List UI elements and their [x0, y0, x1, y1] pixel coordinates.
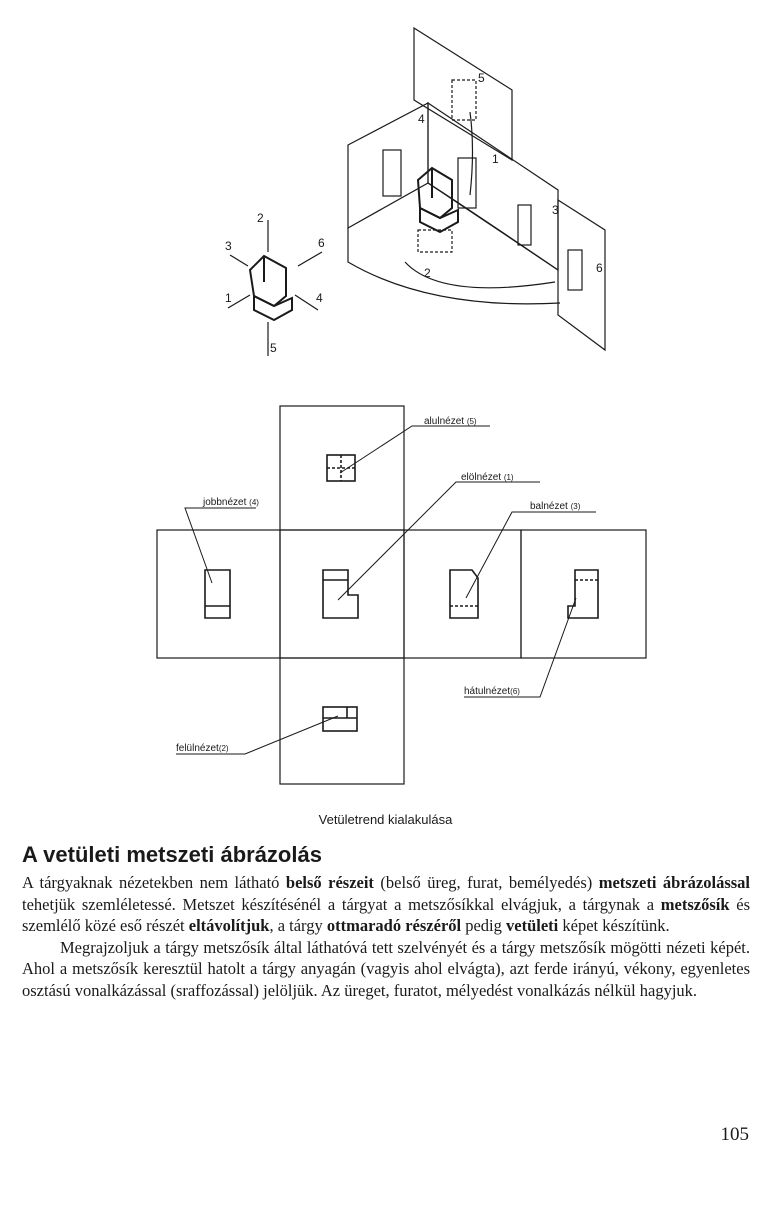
label-felulnezet: felülnézet(2)	[176, 743, 229, 754]
panel-top-view	[279, 657, 405, 785]
paragraph-1: A tárgyaknak nézetekben nem látható bels…	[22, 873, 751, 935]
panel-back-view	[520, 529, 647, 659]
arrow-label-2: 2	[257, 211, 264, 225]
isometric-projection-box: 5 4 1 3 6 2	[347, 26, 606, 352]
figure-caption: Vetületrend kialakulása	[318, 812, 453, 827]
label-hatulnezet: hátulnézet(6)	[464, 686, 520, 697]
proj-num-6: 6	[596, 261, 603, 275]
body-text: A tárgyaknak nézetekben nem látható bels…	[22, 872, 750, 1001]
arrow-label-3: 3	[225, 239, 232, 253]
panel-left-view	[403, 529, 522, 659]
label-jobbnezet: jobbnézet (4)	[202, 497, 259, 508]
views-layout: alulnézet (5) elölnézet (1) balnézet (3)…	[156, 405, 647, 785]
arrow-label-4: 4	[316, 291, 323, 305]
label-balnezet: balnézet (3)	[530, 501, 581, 512]
object-3d	[416, 166, 459, 234]
proj-num-5: 5	[478, 71, 485, 85]
page-number: 105	[720, 1124, 750, 1145]
panel-front-view	[279, 529, 405, 659]
panel-right-view	[156, 529, 281, 659]
small-object-with-arrows: 2 3 6 1 4 5	[225, 211, 325, 356]
proj-num-4: 4	[418, 112, 425, 126]
label-alulnezet: alulnézet (5)	[424, 416, 477, 427]
arrow-label-1: 1	[225, 291, 232, 305]
figure: 5 4 1 3 6 2 2 3 6 1 4 5	[156, 26, 647, 785]
proj-num-1: 1	[492, 152, 499, 166]
section-title: A vetületi metszeti ábrázolás	[22, 842, 322, 867]
proj-num-2: 2	[424, 266, 431, 280]
label-elolnezet: elölnézet (1)	[461, 472, 514, 483]
arrow-label-5: 5	[270, 341, 277, 355]
arrow-label-6: 6	[318, 236, 325, 250]
paragraph-2: Megrajzoljuk a tárgy metszősík által lát…	[22, 937, 750, 1000]
proj-num-3: 3	[552, 203, 559, 217]
